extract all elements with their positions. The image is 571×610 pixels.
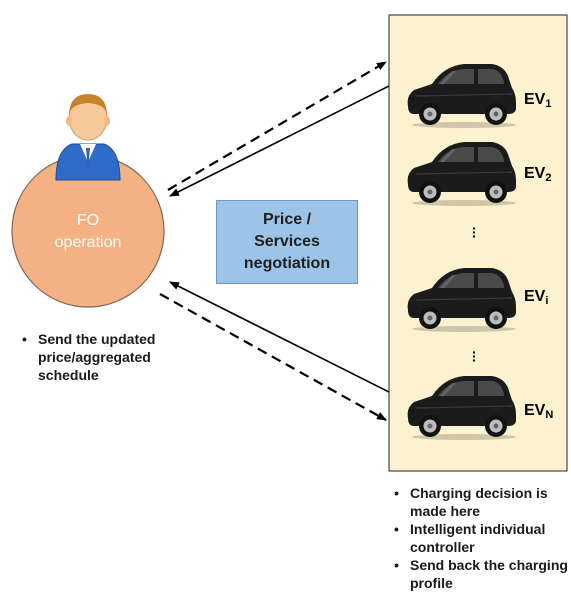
price-negotiation-box: Price / Services negotiation bbox=[216, 200, 358, 284]
fo-label-text: FO operation bbox=[54, 212, 122, 251]
arrow-fo-to-ev-top bbox=[167, 61, 387, 191]
ev-note: Intelligent individual controller bbox=[392, 520, 570, 556]
person-icon bbox=[55, 94, 121, 181]
ev-note: Charging decision is made here bbox=[392, 484, 570, 520]
arrow-ev-to-fo-top bbox=[169, 85, 390, 197]
ev-label-i: EVi bbox=[524, 288, 549, 307]
ev-label-1: EV1 bbox=[524, 91, 552, 110]
negotiation-line: Price / bbox=[262, 211, 312, 228]
ev-label-n: EVN bbox=[524, 402, 554, 421]
negotiation-line: negotiation bbox=[243, 255, 331, 272]
operator-note: Send the updated price/aggregated schedu… bbox=[20, 330, 190, 384]
fo-operation-label: FO operation bbox=[18, 210, 158, 254]
ev-label-2: EV2 bbox=[524, 165, 552, 184]
ev-notes: Charging decision is made here Intellige… bbox=[392, 484, 570, 592]
negotiation-line: Services bbox=[254, 233, 320, 250]
arrow-ev-to-fo-bottom bbox=[169, 281, 390, 393]
arrow-fo-to-ev-bottom bbox=[159, 293, 387, 421]
vertical-ellipsis-icon: ··· bbox=[472, 344, 477, 368]
vertical-ellipsis-icon: ··· bbox=[472, 220, 477, 244]
ev-note: Send back the charging profile bbox=[392, 556, 570, 592]
operator-notes: Send the updated price/aggregated schedu… bbox=[20, 330, 190, 384]
